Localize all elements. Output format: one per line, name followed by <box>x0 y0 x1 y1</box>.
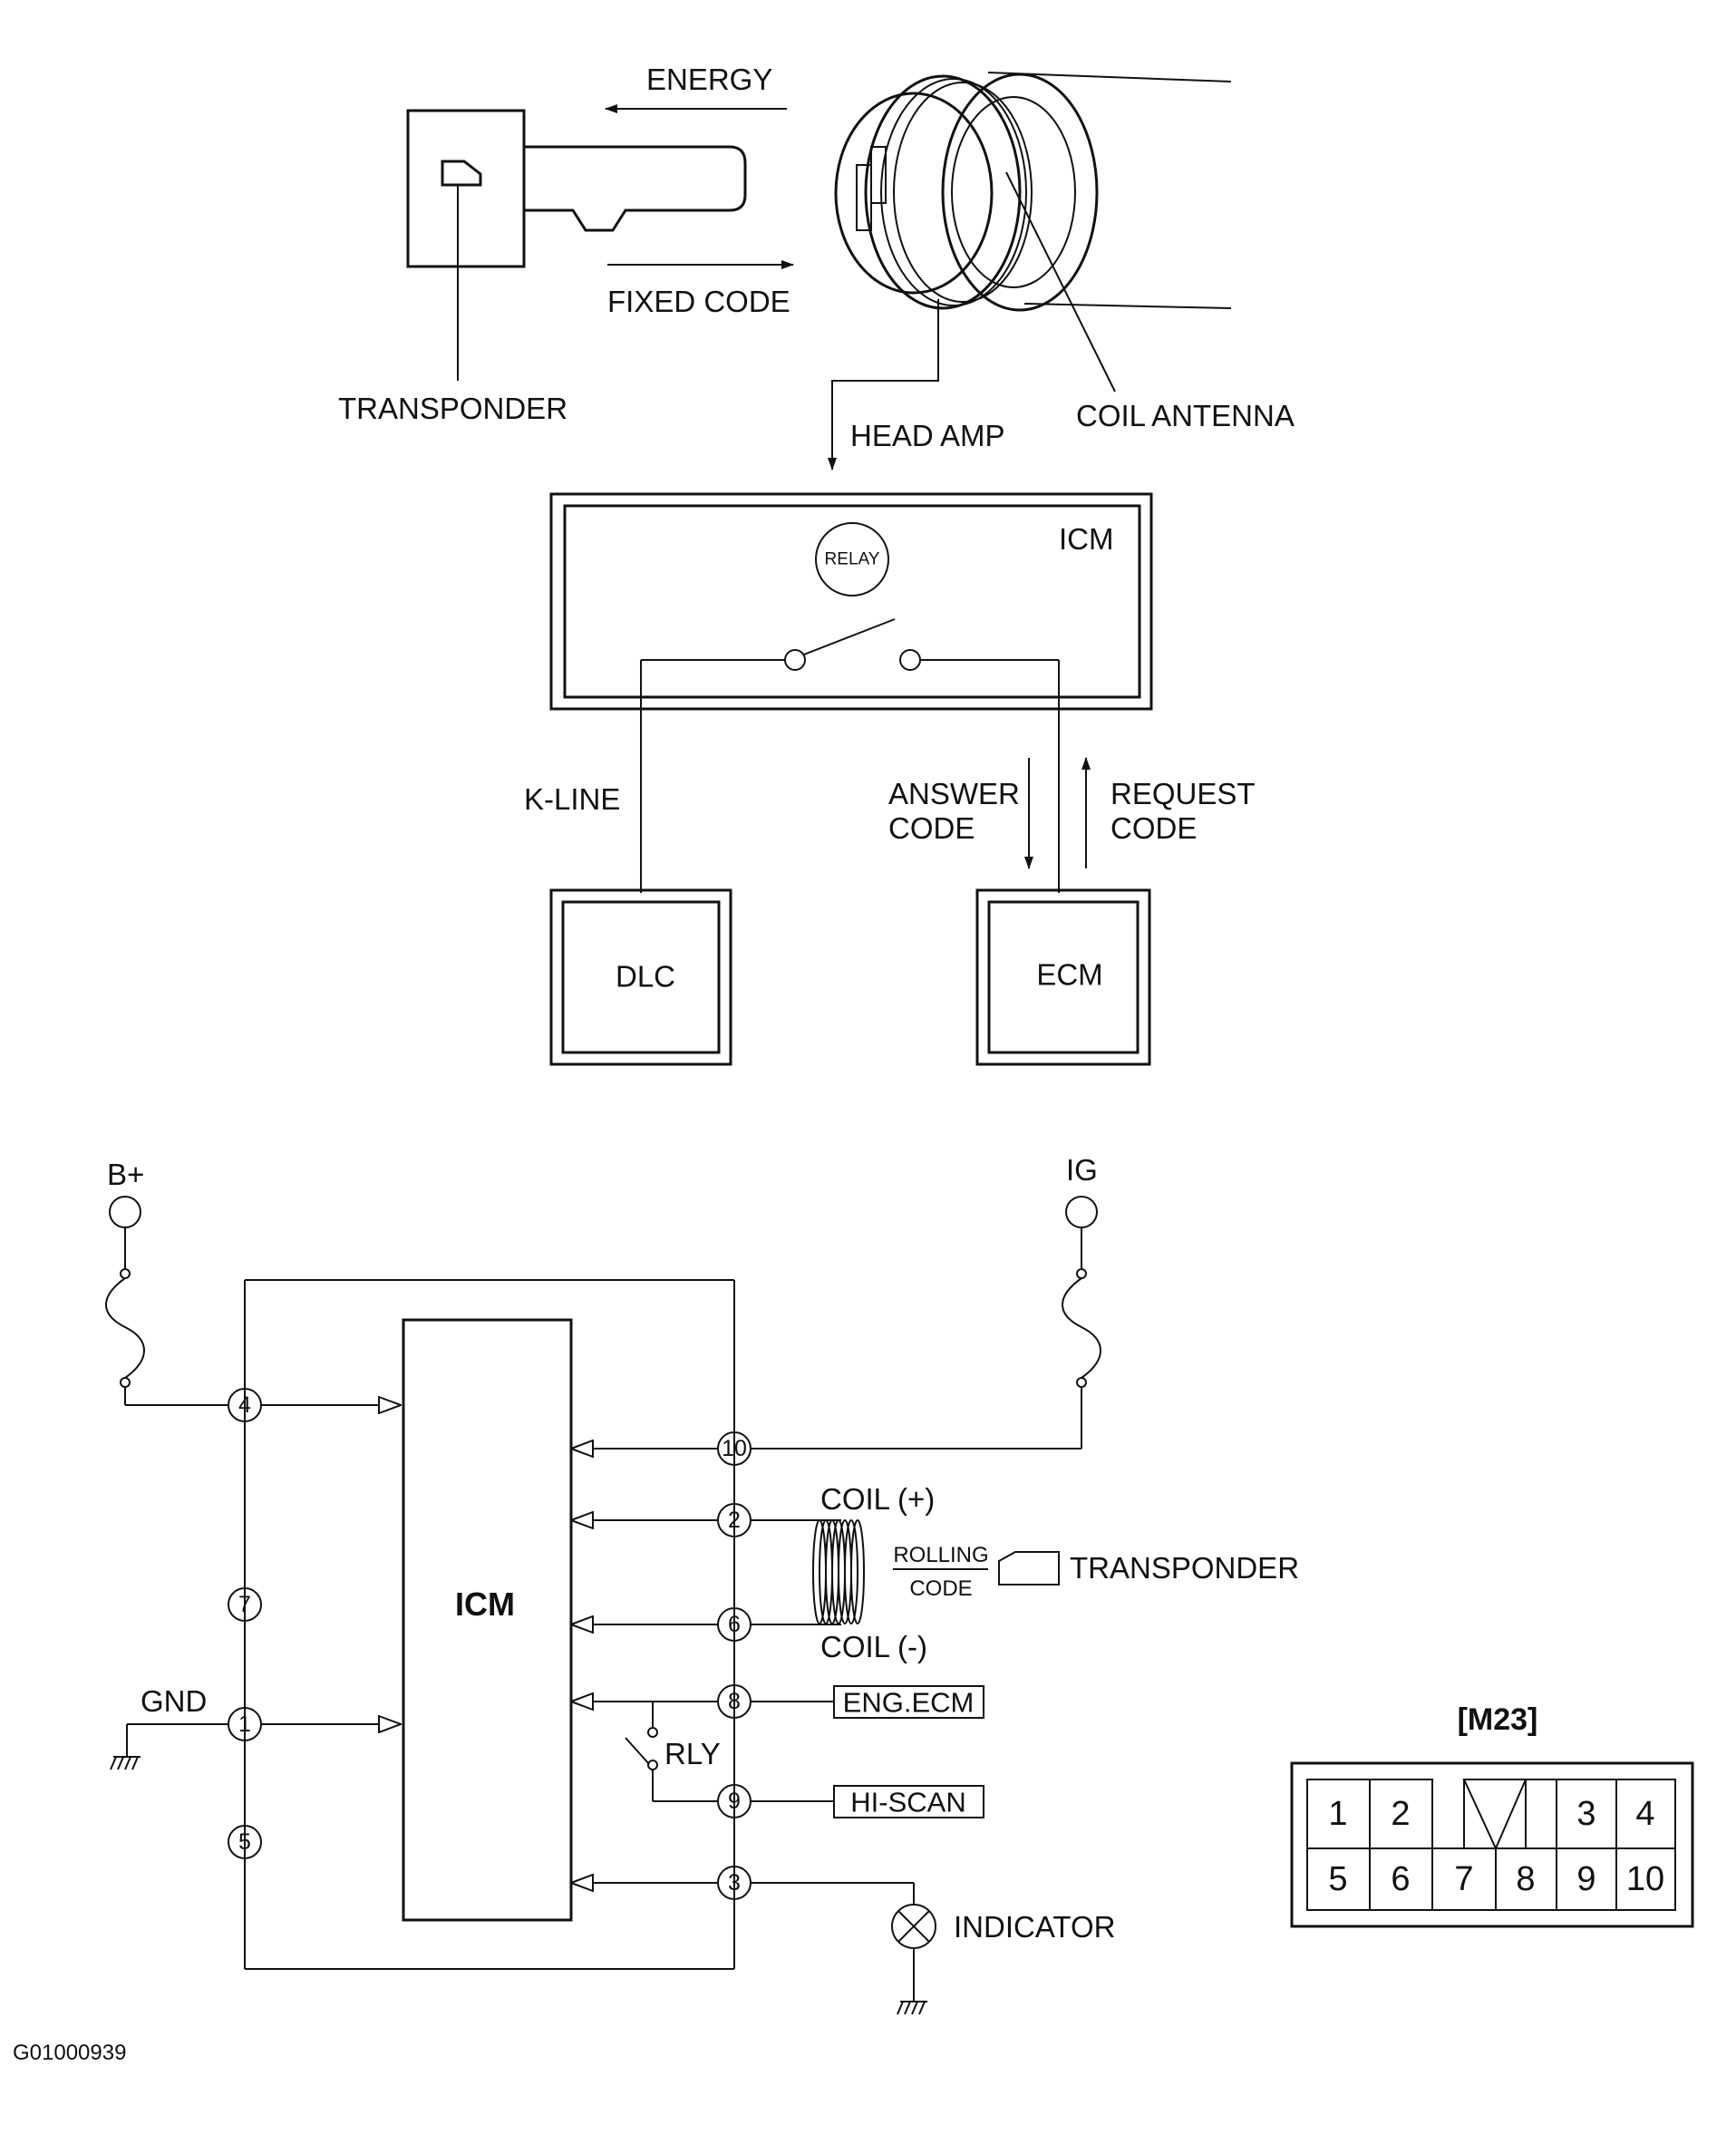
pin-1: 1 <box>228 1707 262 1741</box>
svg-text:6: 6 <box>728 1612 741 1637</box>
relay-contact <box>647 1760 658 1770</box>
coil-icon <box>812 1519 865 1624</box>
svg-text:9: 9 <box>1576 1860 1595 1898</box>
coil-plus-label: COIL (+) <box>820 1482 935 1516</box>
indicator-label: INDICATOR <box>954 1910 1115 1944</box>
eng-ecm-label: ENG.ECM <box>843 1687 975 1719</box>
k-line-label: K-LINE <box>524 782 620 816</box>
head-amp-label: HEAD AMP <box>850 419 1005 452</box>
svg-text:3: 3 <box>1576 1795 1595 1833</box>
svg-text:8: 8 <box>1516 1860 1535 1898</box>
pin-2: 2 <box>717 1503 752 1537</box>
figure-id: G01000939 <box>13 2041 126 2065</box>
ig-label: IG <box>1066 1153 1098 1187</box>
pin-3: 3 <box>717 1866 752 1900</box>
gnd-label: GND <box>141 1684 207 1718</box>
indicator-lamp-icon <box>891 1904 936 1949</box>
connector-m23 <box>1290 1761 1694 1928</box>
answer-code-label-1: ANSWER <box>888 777 1020 810</box>
ground-icon <box>110 1756 139 1770</box>
svg-text:3: 3 <box>728 1870 741 1896</box>
pin-7: 7 <box>228 1587 262 1622</box>
request-code-label-1: REQUEST <box>1110 777 1256 810</box>
transponder-label: TRANSPONDER <box>338 392 567 425</box>
key-fob <box>406 109 747 381</box>
ignition-cylinder <box>834 72 1232 312</box>
answer-code-label-2: CODE <box>888 811 975 845</box>
svg-text:7: 7 <box>238 1592 251 1617</box>
svg-text:5: 5 <box>1328 1860 1347 1898</box>
pin-6: 6 <box>717 1607 752 1642</box>
svg-text:2: 2 <box>1391 1795 1410 1833</box>
icm-schematic-label: ICM <box>455 1585 515 1623</box>
svg-text:4: 4 <box>1635 1795 1654 1833</box>
icm-schematic-block <box>402 1318 573 1922</box>
svg-text:10: 10 <box>722 1436 747 1461</box>
svg-text:7: 7 <box>1454 1860 1473 1898</box>
pin-8: 8 <box>717 1684 752 1719</box>
b-plus-label: B+ <box>107 1158 144 1191</box>
hi-scan-label: HI-SCAN <box>850 1787 965 1818</box>
svg-text:5: 5 <box>238 1829 251 1855</box>
schematic-transponder-label: TRANSPONDER <box>1070 1551 1299 1585</box>
ecm-box <box>975 888 1151 1066</box>
icm-label: ICM <box>1059 522 1114 556</box>
svg-text:9: 9 <box>728 1789 741 1814</box>
coil-minus-label: COIL (-) <box>820 1630 927 1663</box>
dlc-label: DLC <box>616 960 675 994</box>
svg-text:6: 6 <box>1391 1860 1410 1898</box>
svg-text:4: 4 <box>238 1392 251 1418</box>
connector-pin-labels: 1 2 3 4 5 6 7 8 9 10 <box>1328 1795 1664 1898</box>
svg-text:1: 1 <box>1328 1795 1347 1833</box>
svg-text:1: 1 <box>238 1711 251 1737</box>
coil-antenna-label: COIL ANTENNA <box>1076 399 1295 432</box>
pin-5: 5 <box>228 1825 262 1859</box>
ground-icon <box>897 2001 926 2015</box>
eng-ecm-box <box>833 1685 984 1719</box>
svg-text:8: 8 <box>728 1689 741 1714</box>
energy-label: ENERGY <box>646 63 772 96</box>
rolling-label: ROLLING <box>893 1543 988 1567</box>
request-code-label-2: CODE <box>1110 811 1197 845</box>
code-label: CODE <box>909 1576 972 1601</box>
ecm-label: ECM <box>1036 958 1102 992</box>
b-plus-terminal <box>109 1196 141 1228</box>
relay-label: RELAY <box>825 550 880 569</box>
icm-input-arrows <box>261 1405 718 1883</box>
relay-contact <box>647 1727 658 1738</box>
pin-4: 4 <box>228 1388 262 1422</box>
pin-9: 9 <box>717 1784 752 1818</box>
transponder-icon <box>998 1551 1060 1585</box>
svg-text:2: 2 <box>728 1508 741 1533</box>
icm-block <box>549 492 1153 711</box>
pin-10: 10 <box>717 1431 752 1466</box>
svg-text:10: 10 <box>1626 1860 1664 1898</box>
coil-antenna-leader <box>1005 171 1116 393</box>
dlc-box <box>549 888 732 1066</box>
head-amp-arrow <box>828 299 939 470</box>
schematic-wires <box>105 1228 1101 2002</box>
rly-label: RLY <box>664 1737 721 1770</box>
fixed-code-label: FIXED CODE <box>607 285 790 318</box>
ig-terminal <box>1065 1196 1098 1228</box>
hi-scan-box <box>833 1785 984 1818</box>
connector-title: [M23] <box>1458 1702 1538 1737</box>
